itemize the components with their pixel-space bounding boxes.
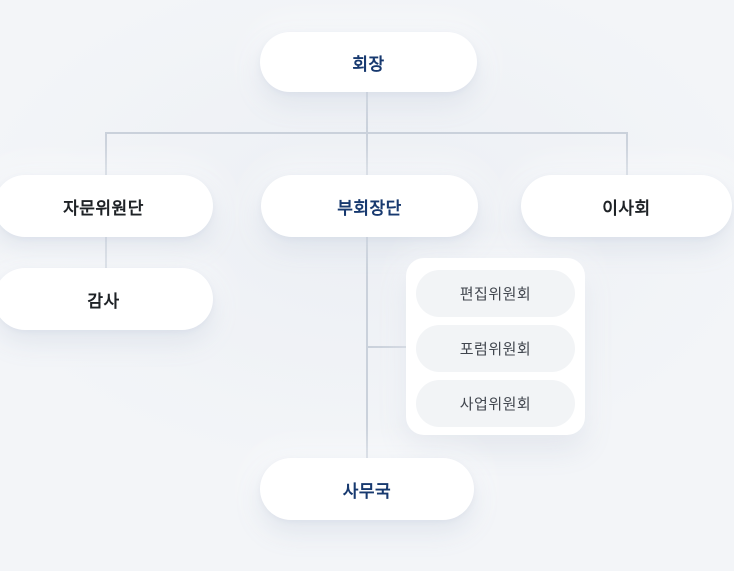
node-vice-chairmen: 부회장단 (261, 175, 478, 237)
node-advisory-committee: 자문위원단 (0, 175, 213, 237)
connector-branch-committees (366, 346, 406, 348)
node-vice-chairmen-label: 부회장단 (337, 198, 402, 218)
node-secretariat-label: 사무국 (342, 481, 392, 501)
node-forum-committee: 포럼위원회 (416, 325, 575, 372)
node-board-of-directors-label: 이사회 (602, 198, 651, 218)
sub-committee-panel: 편집위원회 포럼위원회 사업위원회 (406, 258, 585, 435)
node-business-committee-label: 사업위원회 (459, 396, 532, 413)
node-chairman-label: 회장 (352, 54, 385, 74)
node-secretariat: 사무국 (260, 458, 474, 520)
node-editorial-committee-label: 편집위원회 (459, 286, 532, 303)
connector-main-horizontal (105, 132, 628, 134)
node-chairman: 회장 (260, 32, 477, 92)
node-business-committee: 사업위원회 (416, 380, 575, 427)
node-auditor: 감사 (0, 268, 213, 330)
connector-drop-advisory (105, 132, 107, 175)
node-board-of-directors: 이사회 (521, 175, 732, 237)
connector-advisory-to-auditor (105, 237, 107, 268)
node-auditor-label: 감사 (87, 291, 120, 311)
connector-drop-board (626, 132, 628, 175)
node-forum-committee-label: 포럼위원회 (459, 341, 532, 358)
node-advisory-committee-label: 자문위원단 (63, 198, 144, 218)
connector-chairman-to-row (366, 92, 368, 176)
node-editorial-committee: 편집위원회 (416, 270, 575, 317)
